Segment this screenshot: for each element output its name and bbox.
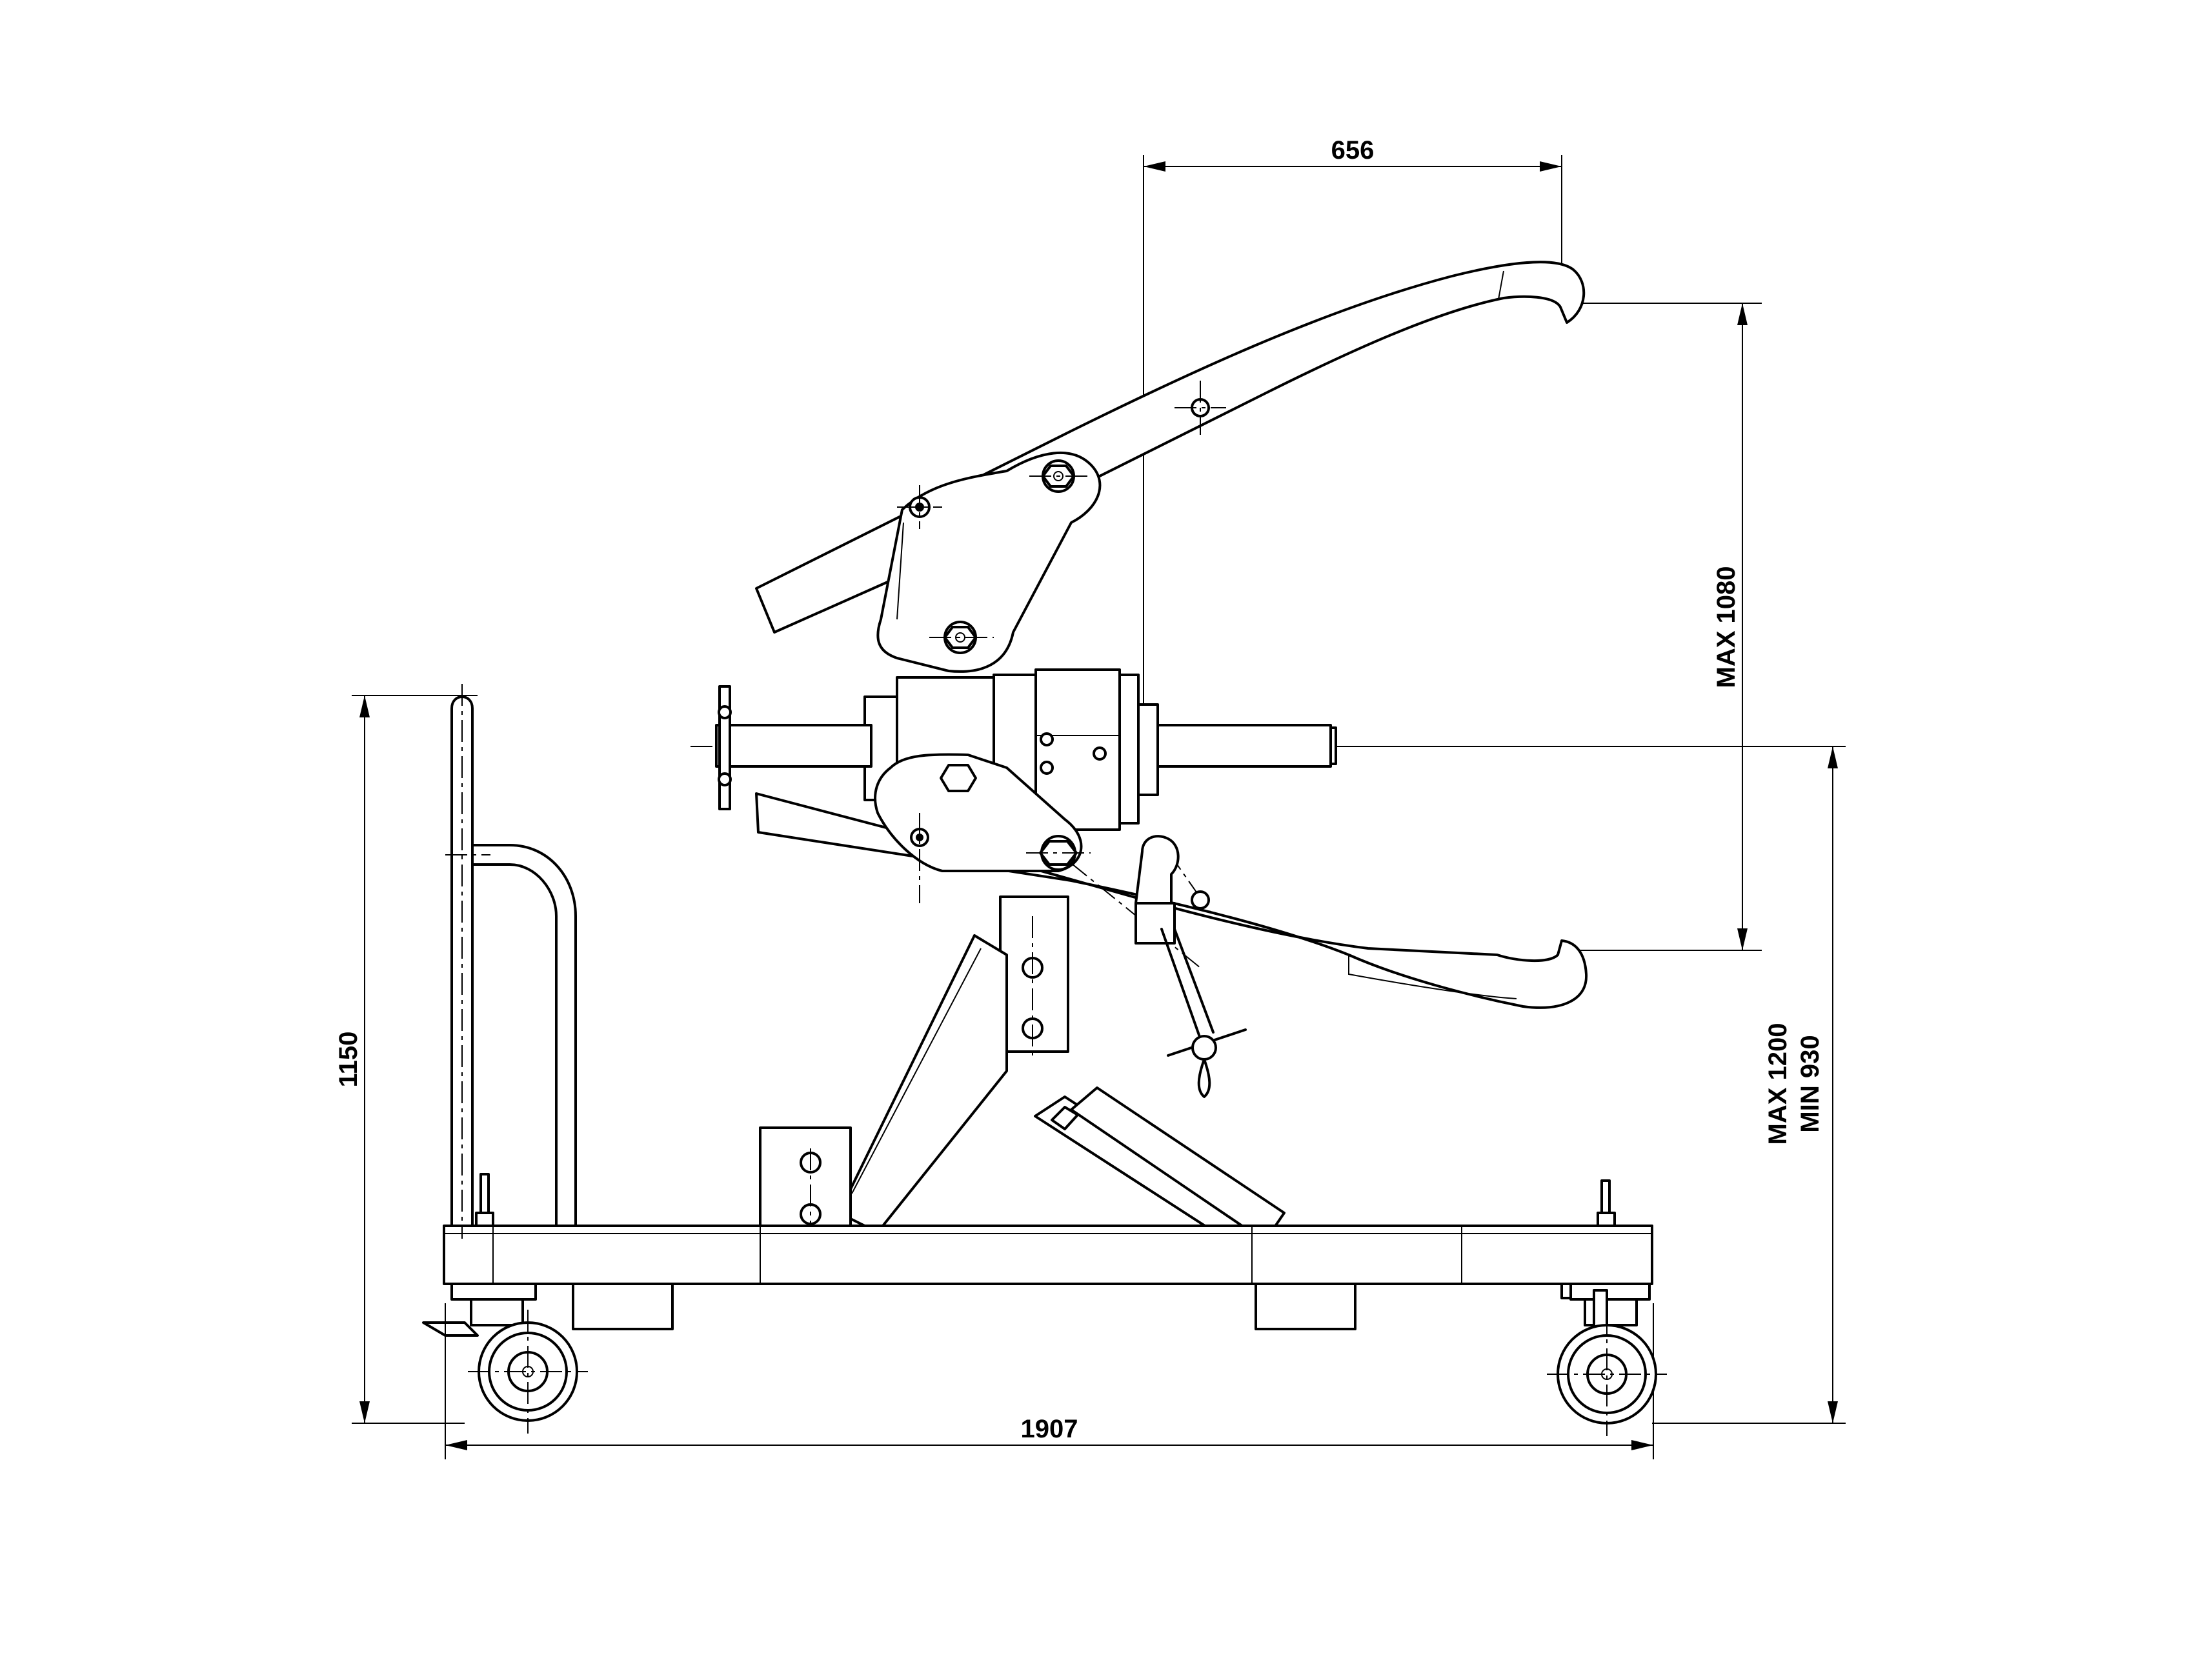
pivot-bolt-upper-3 [929, 621, 994, 654]
lower-arm-hole [1191, 890, 1210, 910]
lift-column [838, 895, 1069, 1234]
dimension-max-1080: MAX 1080 [1568, 303, 1762, 951]
upper-arm [755, 261, 1586, 634]
dimension-label-656: 656 [1331, 136, 1375, 165]
base-frame [443, 1126, 1653, 1330]
spindle-assembly [715, 668, 1337, 831]
caster-left [422, 1283, 588, 1434]
dimension-label-1150: 1150 [334, 1032, 363, 1088]
hydraulic-cylinder [1034, 1086, 1286, 1266]
pivot-bolt-lower-2 [910, 813, 929, 903]
lock-pin-left [475, 1173, 494, 1227]
pivot-bolt-upper-1 [1029, 459, 1091, 493]
dimension-label-max-1200: MAX 1200 [1764, 1023, 1792, 1145]
caster-right [1547, 1283, 1667, 1436]
dimension-max-1200-min-930: MAX 1200 MIN 930 [1329, 746, 1846, 1424]
lock-pin-right [1597, 1179, 1616, 1227]
dimension-label-min-930: MIN 930 [1796, 1035, 1824, 1132]
pivot-bolt-lower [1026, 835, 1091, 871]
pivot-bolt-upper-2 [897, 485, 942, 529]
upper-arm-hole [1175, 381, 1226, 435]
lower-arm [755, 792, 1588, 1009]
dimension-656: 656 [1143, 136, 1562, 761]
adjusting-screw [1134, 835, 1247, 1098]
dimension-1150: 1150 [334, 695, 478, 1424]
dimension-label-1907: 1907 [1021, 1415, 1078, 1443]
dimension-label-max-1080: MAX 1080 [1712, 566, 1740, 688]
push-handle [445, 684, 577, 1239]
